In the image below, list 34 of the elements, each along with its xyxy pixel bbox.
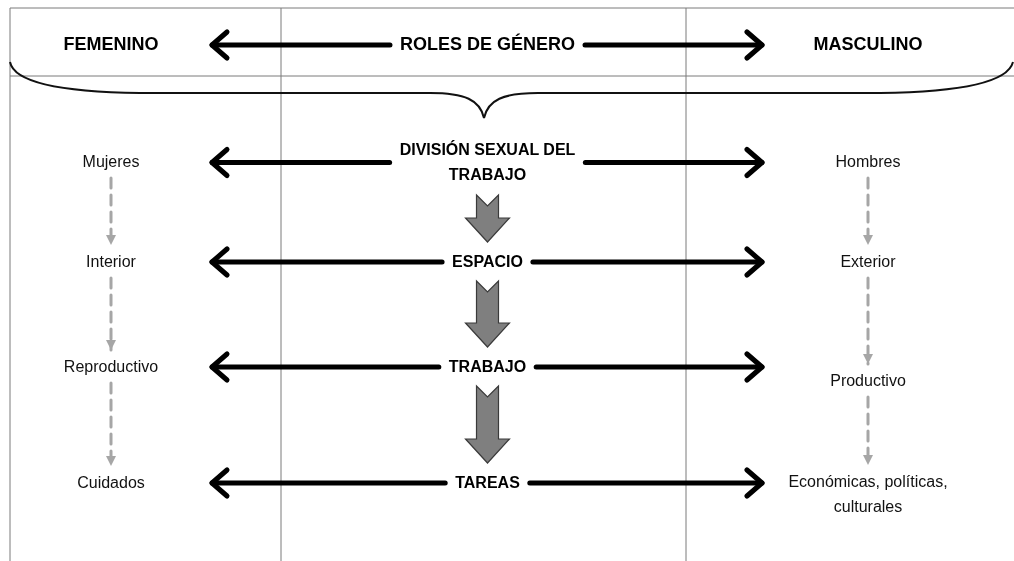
arrow	[533, 351, 765, 383]
arrow	[527, 467, 765, 499]
node-label: ROLES DE GÉNERO	[400, 32, 575, 57]
arrow	[106, 176, 116, 247]
arrow	[582, 29, 765, 61]
node-label: Mujeres	[82, 151, 140, 172]
block-arrow	[464, 193, 511, 243]
arrow	[863, 395, 873, 467]
node-label: TAREAS	[455, 472, 520, 493]
arrow	[209, 147, 393, 178]
node-label: ESPACIO	[452, 251, 523, 272]
node-label: Productivo	[830, 370, 906, 391]
node-label: Interior	[86, 251, 136, 272]
node-label: Cuidados	[77, 472, 145, 493]
arrow	[209, 351, 442, 383]
arrow	[209, 246, 445, 278]
node-label: DIVISIÓN SEXUAL DEL TRABAJO	[398, 139, 577, 185]
arrow	[106, 381, 116, 468]
block-arrow	[464, 384, 511, 464]
arrow	[863, 176, 873, 247]
node-label: Hombres	[835, 151, 901, 172]
node-label: Reproductivo	[63, 356, 159, 377]
arrow	[209, 29, 393, 61]
arrow	[530, 246, 765, 278]
block-arrow	[464, 279, 511, 348]
node-label: FEMENINO	[63, 33, 159, 57]
arrow	[863, 276, 873, 366]
node-label: MASCULINO	[813, 33, 923, 57]
arrow	[582, 147, 765, 178]
node-label: Exterior	[840, 251, 896, 272]
arrow	[106, 276, 116, 352]
arrow	[209, 467, 448, 499]
node-label: Económicas, políticas, culturales	[787, 472, 949, 517]
node-label: TRABAJO	[448, 356, 527, 377]
